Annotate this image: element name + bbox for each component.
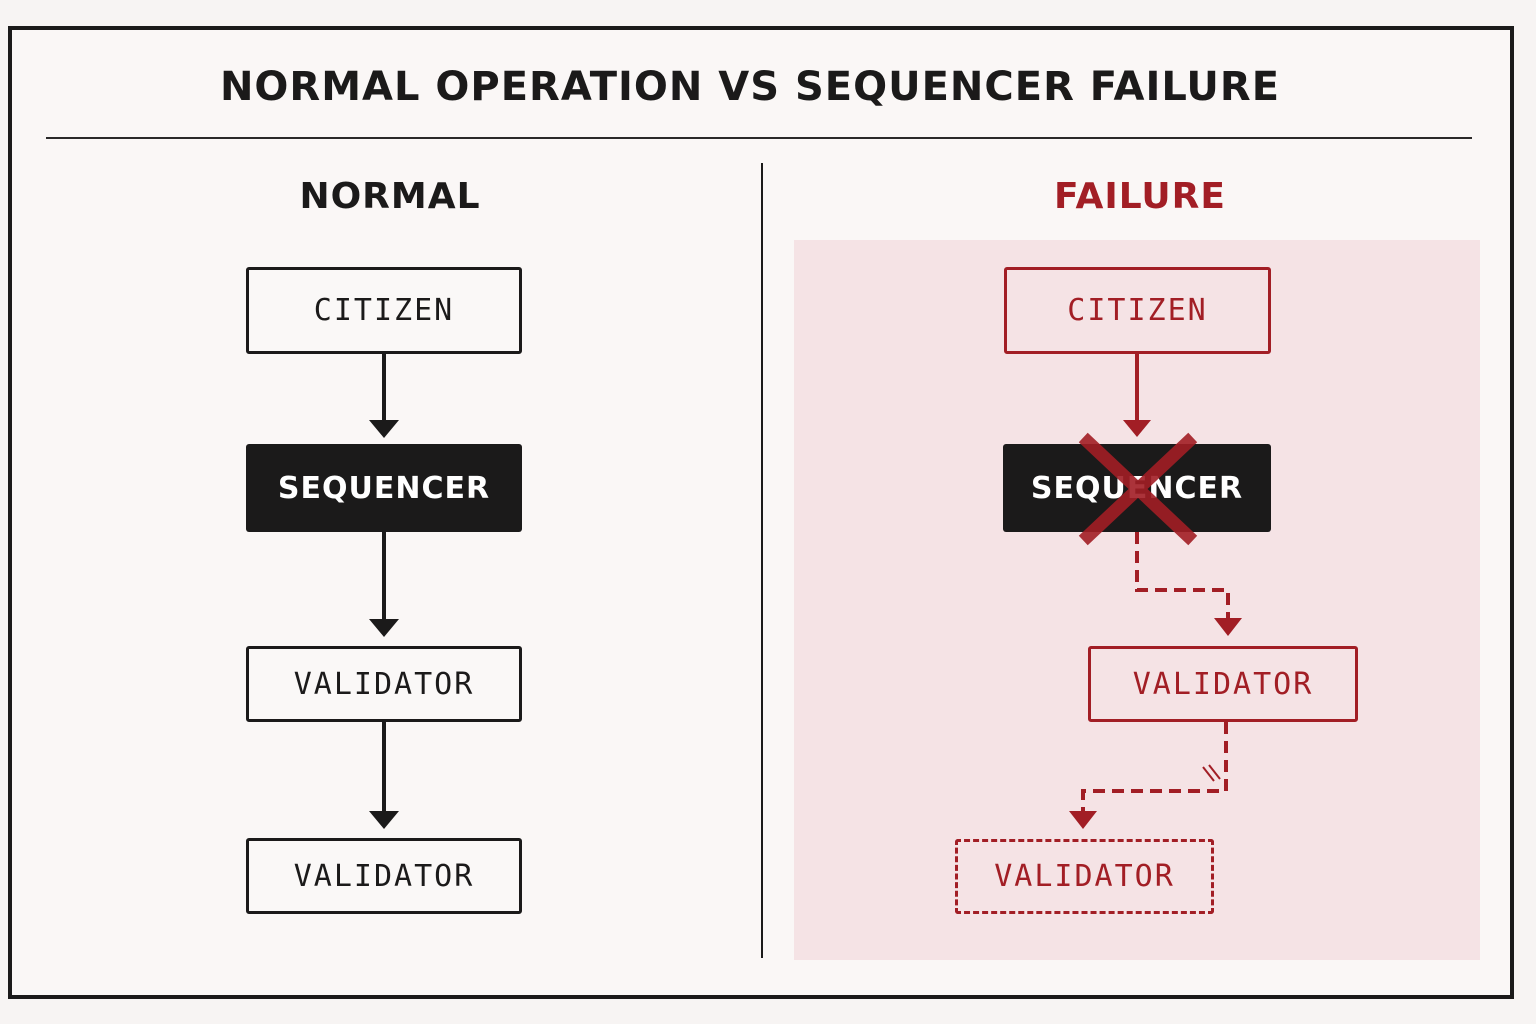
failure-citizen-node: CITIZEN — [1004, 267, 1271, 354]
title-rule — [46, 137, 1472, 139]
failure-validator-node-1: VALIDATOR — [1088, 646, 1358, 722]
failure-validator-node-2: VALIDATOR — [955, 839, 1214, 914]
failure-heading: FAILURE — [1054, 176, 1226, 217]
normal-sequencer-node: SEQUENCER — [246, 444, 522, 532]
normal-validator-node-1: VALIDATOR — [246, 646, 522, 722]
panel-divider — [761, 163, 763, 958]
normal-validator-node-2: VALIDATOR — [246, 838, 522, 914]
failure-sequencer-node: SEQUENCER — [1003, 444, 1271, 532]
normal-citizen-node: CITIZEN — [246, 267, 522, 354]
normal-heading: NORMAL — [299, 176, 481, 217]
diagram-title: NORMAL OPERATION VS SEQUENCER FAILURE — [219, 64, 1281, 110]
